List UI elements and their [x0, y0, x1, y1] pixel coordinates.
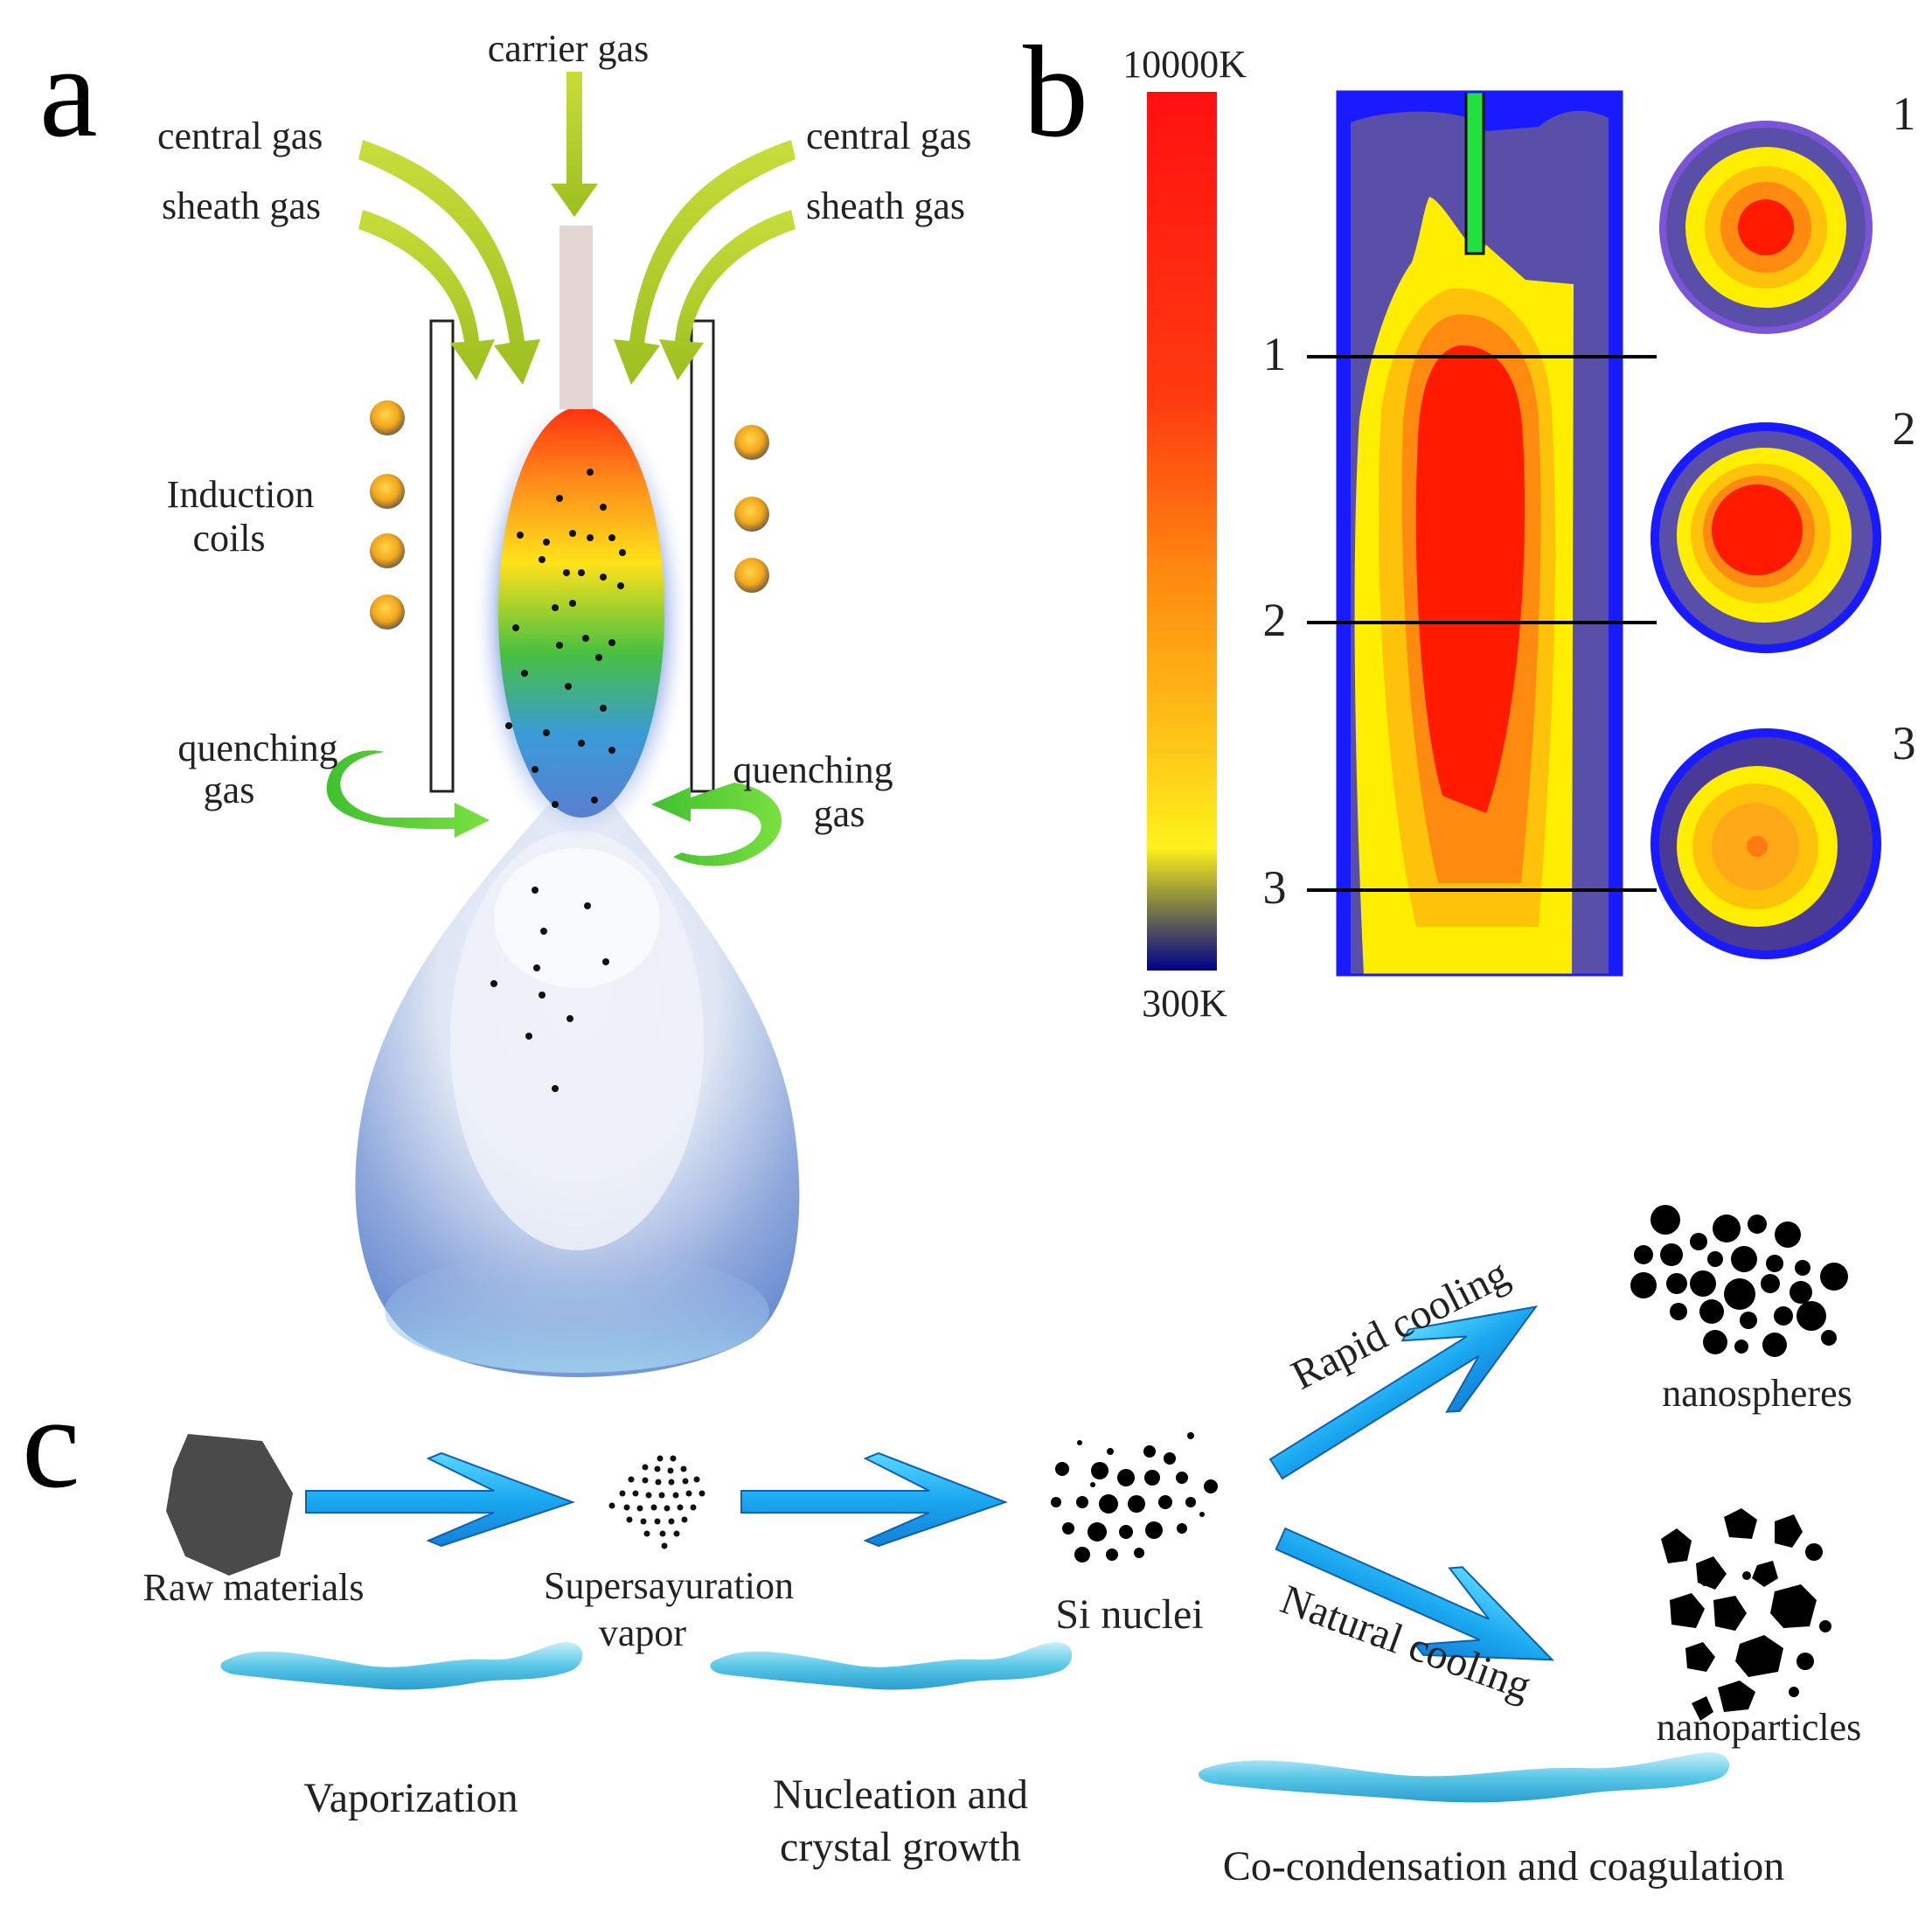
- quenching-gas-label-right-line1: quenching: [733, 748, 893, 791]
- cross-section-2: [1651, 422, 1881, 653]
- nanospheres-icon: [1630, 1205, 1848, 1357]
- arrow-natural-cooling-icon: [1275, 1527, 1555, 1661]
- quenching-gas-arrows: [326, 750, 782, 867]
- quench-arrow-left-icon: [326, 750, 490, 838]
- cross-section-label-3: 3: [1893, 717, 1916, 769]
- nucleation-stage-label-line2: crystal growth: [780, 1824, 1021, 1870]
- raw-materials-label: Raw materials: [143, 1566, 365, 1609]
- quenching-gas-label-left-line2: gas: [204, 769, 255, 811]
- colorbar-max-label: 10000K: [1122, 43, 1247, 86]
- nucleation-stage-label-line1: Nucleation and: [773, 1771, 1028, 1818]
- probe-icon: [1464, 90, 1485, 255]
- sheath-gas-arrow-right-icon: [659, 210, 796, 380]
- particle-dots: [490, 469, 626, 1092]
- quartz-tube-right: [690, 319, 715, 793]
- section-lines: [1307, 355, 1657, 892]
- cocondensation-stage-label: Co-condensation and coagulation: [1223, 1843, 1785, 1890]
- induction-coil-icons: [370, 400, 769, 630]
- carrier-gas-injector: [559, 226, 593, 409]
- section-line-label-2: 2: [1263, 594, 1287, 646]
- quartz-tube-left: [429, 319, 455, 793]
- carrier-gas-label: carrier gas: [488, 27, 649, 70]
- section-line-label-3: 3: [1263, 861, 1287, 914]
- carrier-gas-arrow-icon: [551, 72, 598, 217]
- panel-c: c: [22, 1205, 1861, 1890]
- central-gas-label-left: central gas: [157, 115, 323, 157]
- nanoparticles-icon: [1661, 1508, 1831, 1721]
- vaporization-stage-label: Vaporization: [303, 1775, 518, 1821]
- induction-coils-label-line1: Induction: [167, 473, 315, 516]
- panel-b: b 10000K 300K 1 2 3: [1023, 19, 1916, 1025]
- gas-flow-arrows: [358, 72, 796, 385]
- arrow-rapid-cooling-icon: [1268, 1305, 1539, 1480]
- central-gas-arrow-left-icon: [358, 140, 540, 385]
- raw-material-icon: [166, 1434, 293, 1576]
- vapor-dots: [608, 1455, 705, 1549]
- panel-a: a: [39, 19, 971, 1377]
- si-nuclei-dots: [1051, 1432, 1218, 1562]
- central-gas-label-right: central gas: [806, 115, 971, 157]
- stage-brush-strokes: [220, 1642, 1730, 1803]
- panel-label-a: a: [39, 19, 98, 164]
- si-nuclei-label: Si nuclei: [1055, 1591, 1203, 1638]
- sheath-gas-label-left: sheath gas: [162, 184, 321, 227]
- quenching-gas-label-right-line2: gas: [814, 792, 865, 835]
- section-line-label-1: 1: [1263, 328, 1287, 380]
- arrow-vaporization-icon: [305, 1451, 576, 1548]
- panel-label-c: c: [22, 1370, 80, 1515]
- arrow-nucleation-icon: [740, 1451, 1008, 1548]
- cross-section-label-1: 1: [1893, 87, 1916, 140]
- central-gas-arrow-right-icon: [614, 140, 796, 385]
- panel-label-b: b: [1023, 19, 1088, 164]
- nanospheres-label: nanospheres: [1662, 1372, 1852, 1415]
- temperature-contour-map: [1336, 90, 1623, 977]
- sheath-gas-label-right: sheath gas: [806, 184, 965, 227]
- supersaturation-label-line2: vapor: [599, 1611, 687, 1654]
- cross-section-label-2: 2: [1893, 402, 1916, 455]
- sheath-gas-arrow-left-icon: [358, 210, 495, 380]
- quench-arrow-right-icon: [651, 783, 782, 867]
- cross-section-3: [1651, 728, 1881, 959]
- plasma-flame: [472, 389, 691, 853]
- cross-section-1: [1659, 121, 1873, 334]
- process-arrows: [305, 1305, 1555, 1661]
- nanoparticles-label: nanoparticles: [1657, 1706, 1862, 1749]
- induction-coils-label-line2: coils: [192, 517, 265, 560]
- supersaturation-label-line1: Supersayuration: [544, 1564, 794, 1607]
- colorbar-min-label: 300K: [1142, 982, 1227, 1025]
- temperature-colorbar: [1147, 92, 1217, 971]
- quenching-gas-label-left-line1: quenching: [177, 727, 337, 769]
- plasma-plume: [355, 791, 800, 1377]
